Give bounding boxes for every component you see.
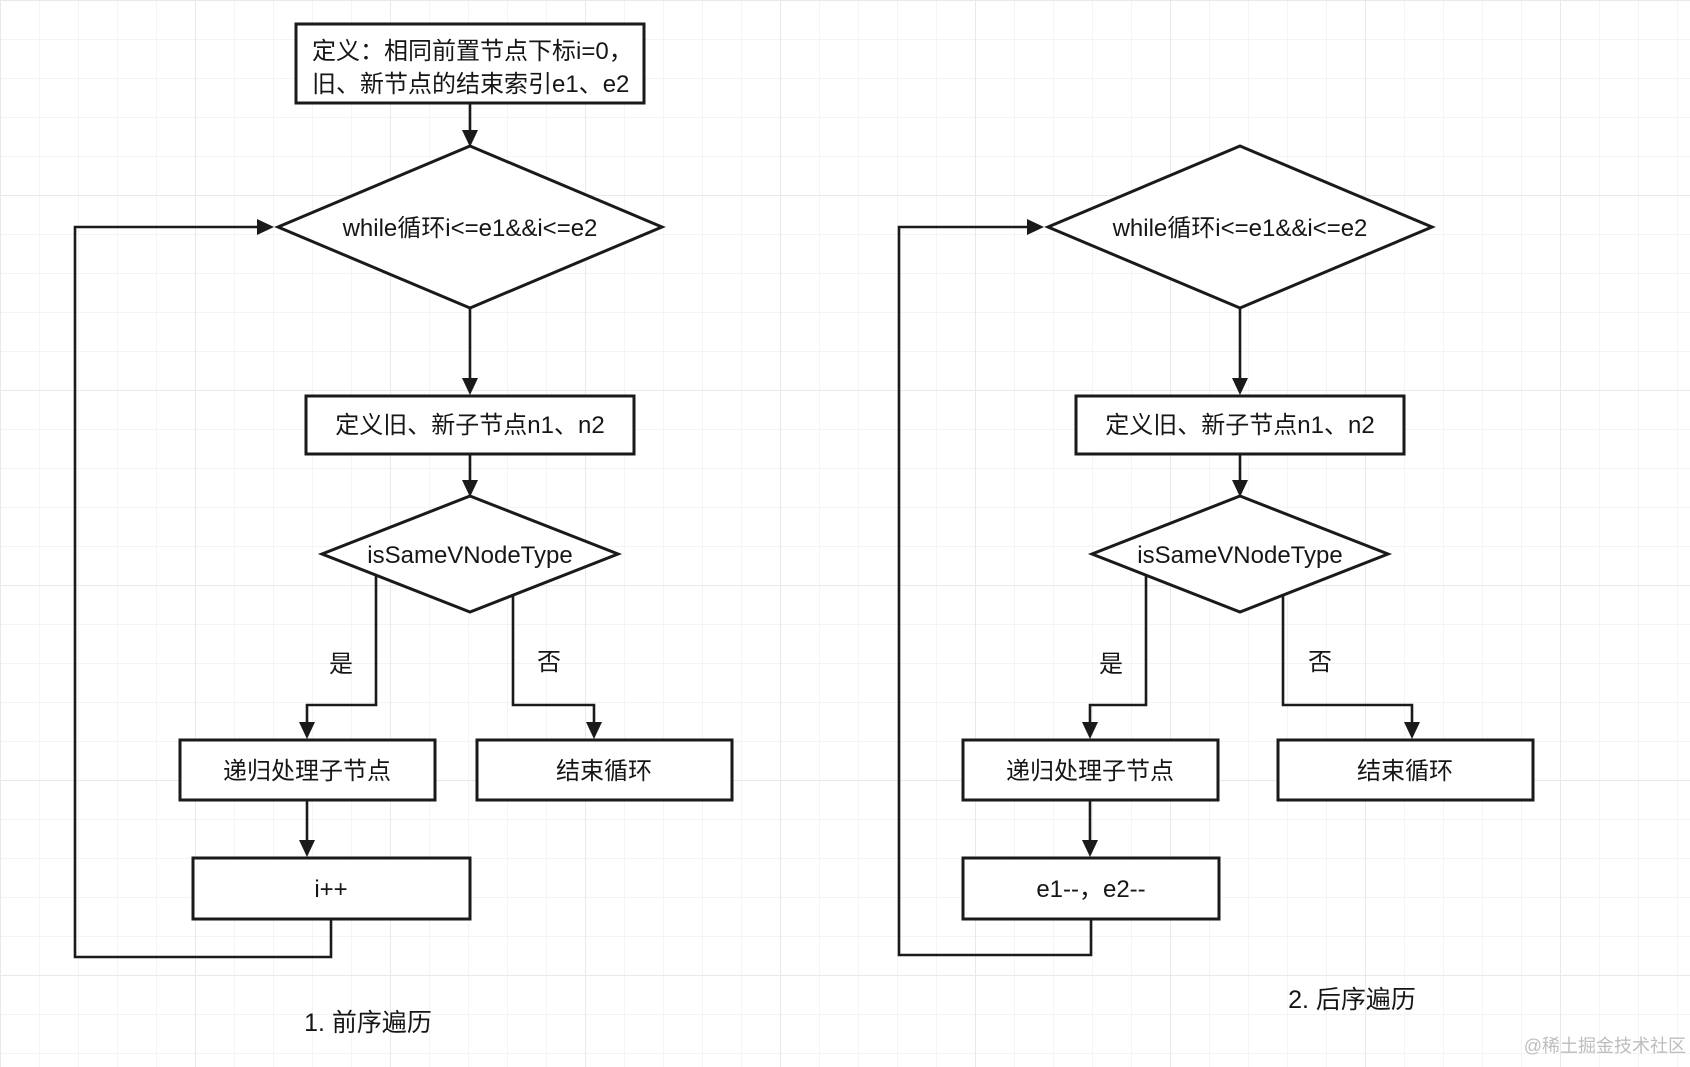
caption: 1. 前序遍历: [304, 1009, 432, 1037]
end-loop-label: 结束循环: [556, 758, 652, 785]
recurse-children-label: 递归处理子节点: [1006, 758, 1174, 785]
arrowhead-icon: [299, 840, 315, 857]
arrowhead-icon: [586, 722, 602, 739]
type-check-diamond: [1087, 494, 1393, 614]
watermark: @稀土掘金技术社区: [1524, 1036, 1686, 1056]
arrowhead-icon: [299, 722, 315, 739]
arrowhead-icon: [462, 130, 478, 147]
end-loop-box: [475, 738, 734, 802]
define-children-label: 定义旧、新子节点n1、n2: [335, 412, 604, 439]
arrowhead-icon: [257, 219, 274, 235]
recurse-children-box: [961, 738, 1220, 802]
recurse-children-label: 递归处理子节点: [223, 758, 391, 785]
define-children-label: 定义旧、新子节点n1、n2: [1105, 412, 1374, 439]
yes-branch-label: 是: [329, 651, 353, 678]
no-branch-line: [1281, 595, 1414, 723]
no-branch-line: [511, 595, 596, 723]
define-children-box: [304, 394, 636, 456]
loopback-arrow: [897, 225, 1093, 957]
decrement-box: [961, 856, 1221, 921]
type-check-diamond: [317, 494, 623, 614]
while-condition-label: while循环i<=e1&&i<=e2: [342, 215, 598, 242]
end-loop-box: [1276, 738, 1535, 802]
arrowhead-icon: [462, 480, 478, 497]
arrowhead-icon: [462, 378, 478, 395]
increment-box: [191, 856, 472, 921]
arrowhead-icon: [1082, 840, 1098, 857]
type-check-label: isSameVNodeType: [1137, 542, 1342, 569]
define-children-box: [1074, 394, 1406, 456]
no-branch-label: 否: [537, 649, 561, 676]
end-loop-label: 结束循环: [1357, 758, 1453, 785]
increment-label: i++: [314, 876, 347, 903]
loopback-arrow: [73, 225, 333, 959]
flowchart-postorder: while循环i<=e1&&i<=e2 定义旧、新子节点n1、n2 isSame…: [897, 144, 1535, 1014]
flowchart-preorder: 定义：相同前置节点下标i=0， 旧、新节点的结束索引e1、e2 while循环i…: [73, 22, 734, 1037]
while-condition-label: while循环i<=e1&&i<=e2: [1112, 215, 1368, 242]
yes-branch-line: [1088, 575, 1148, 723]
arrowhead-icon: [1232, 378, 1248, 395]
arrowhead-icon: [1082, 722, 1098, 739]
yes-branch-line: [305, 575, 378, 723]
caption: 2. 后序遍历: [1288, 986, 1416, 1014]
definition-box: [294, 22, 646, 105]
decrement-label: e1--，e2--: [1036, 876, 1145, 903]
arrowhead-icon: [1027, 219, 1044, 235]
type-check-label: isSameVNodeType: [367, 542, 572, 569]
arrowhead-icon: [1404, 722, 1420, 739]
yes-branch-label: 是: [1099, 651, 1123, 678]
definition-line2: 旧、新节点的结束索引e1、e2: [312, 71, 629, 98]
definition-line1: 定义：相同前置节点下标i=0，: [312, 38, 633, 65]
arrowhead-icon: [1232, 480, 1248, 497]
no-branch-label: 否: [1308, 649, 1332, 676]
